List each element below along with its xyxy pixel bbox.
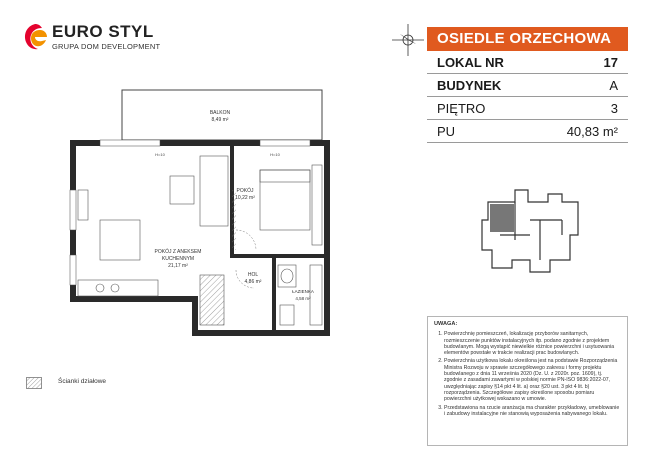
brand-name: EURO STYL bbox=[52, 22, 154, 41]
info-value: 3 bbox=[610, 101, 618, 116]
info-label: LOKAL NR bbox=[437, 55, 504, 70]
notes-list: Powierzchnię pomieszczeń, lokalizację pr… bbox=[434, 331, 621, 417]
hall-label: HOL bbox=[248, 272, 259, 278]
living-area: 21,17 m² bbox=[168, 263, 188, 269]
apartment-info-panel: OSIEDLE ORZECHOWA LOKAL NR 17 BUDYNEK A … bbox=[427, 27, 628, 143]
balcony-label: BALKON bbox=[210, 110, 231, 116]
highlighted-unit bbox=[490, 204, 514, 232]
info-row-unit: LOKAL NR 17 bbox=[427, 51, 628, 74]
living-label-2: KUCHENNYM bbox=[162, 256, 194, 262]
info-row-area: PU 40,83 m² bbox=[427, 120, 628, 143]
partition-legend-label: Ścianki działowe bbox=[58, 378, 107, 385]
compass-icon bbox=[392, 24, 424, 56]
floor-plan: BALKON 8,49 m² H=10 H=10 POKÓJ 10,22 m² … bbox=[69, 89, 330, 336]
estate-name: OSIEDLE ORZECHOWA bbox=[427, 27, 628, 51]
euro-styl-logo: EURO STYL GRUPA DOM DEVELOPMENT bbox=[22, 20, 162, 60]
bathroom-label: ŁAZIENKA bbox=[292, 289, 314, 294]
info-row-floor: PIĘTRO 3 bbox=[427, 97, 628, 120]
notes-title: UWAGA: bbox=[434, 321, 458, 327]
bathroom-area: 4,58 m² bbox=[295, 296, 311, 301]
window-right-label: H=10 bbox=[270, 152, 280, 157]
euro-styl-logo-mark-icon bbox=[25, 24, 47, 50]
note-item: Powierzchnię pomieszczeń, lokalizację pr… bbox=[444, 331, 621, 356]
living-label: POKÓJ Z ANEKSEM bbox=[155, 248, 202, 255]
window-left-label: H=10 bbox=[155, 152, 165, 157]
brand-subtitle: GRUPA DOM DEVELOPMENT bbox=[52, 42, 161, 51]
bedroom-label: POKÓJ bbox=[237, 187, 254, 194]
info-row-building: BUDYNEK A bbox=[427, 74, 628, 97]
partition-legend-swatch-icon bbox=[26, 377, 42, 389]
note-item: Przedstawiona na rzucie aranżacja ma cha… bbox=[444, 405, 621, 418]
info-label: PIĘTRO bbox=[437, 101, 486, 116]
bedroom-area: 10,22 m² bbox=[235, 195, 255, 201]
hall-area: 4,86 m² bbox=[245, 279, 262, 285]
notes-box: UWAGA: Powierzchnię pomieszczeń, lokaliz… bbox=[427, 316, 628, 446]
info-label: BUDYNEK bbox=[437, 78, 502, 93]
building-key-plan bbox=[481, 189, 579, 273]
info-value: 17 bbox=[603, 55, 618, 70]
note-item: Powierzchnia użytkowa lokalu określona j… bbox=[444, 358, 621, 402]
balcony-area: 8,49 m² bbox=[212, 117, 229, 123]
info-value: A bbox=[609, 78, 618, 93]
furniture bbox=[77, 155, 323, 326]
info-value: 40,83 m² bbox=[566, 124, 618, 139]
info-label: PU bbox=[437, 124, 456, 139]
